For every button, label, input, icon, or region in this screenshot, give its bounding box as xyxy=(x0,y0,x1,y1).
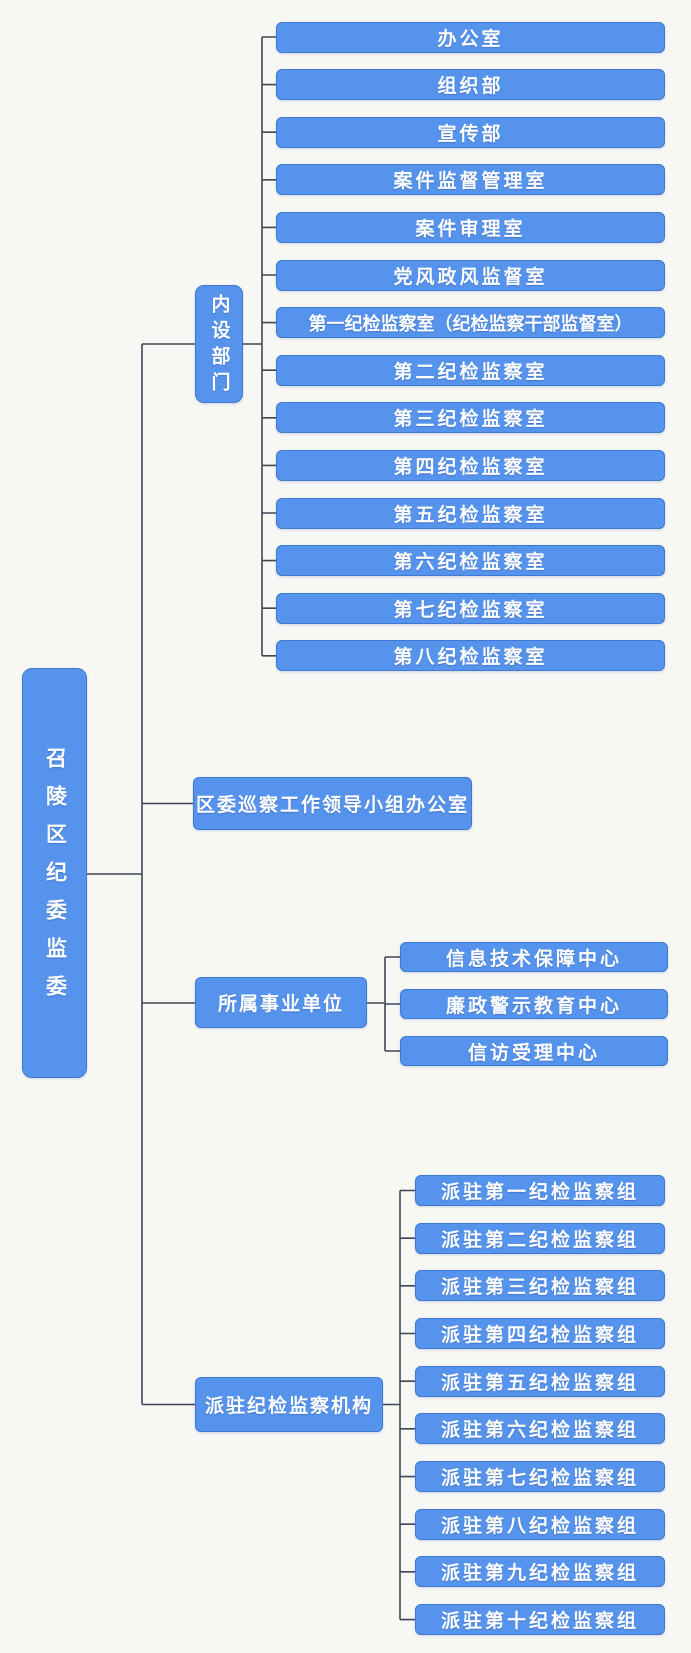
branch-node-public-institutions: 所属事业单位 xyxy=(195,977,367,1028)
dept-node-dispatched-group-1: 派驻第一纪检监察组 xyxy=(415,1175,665,1206)
dept-node-public-institution-3: 信访受理中心 xyxy=(400,1036,668,1066)
dept-node-dispatched-group-7: 派驻第七纪检监察组 xyxy=(415,1461,665,1493)
root-node: 召陵区纪委监委 xyxy=(22,668,87,1078)
branch-node-internal-depts: 内设部门 xyxy=(195,285,243,403)
dept-node-internal-dept-9: 第三纪检监察室 xyxy=(276,402,665,434)
branch-node-inspection-office: 区委巡察工作领导小组办公室 xyxy=(193,777,472,830)
dept-node-dispatched-group-10: 派驻第十纪检监察组 xyxy=(415,1604,665,1636)
dept-node-dispatched-group-9: 派驻第九纪检监察组 xyxy=(415,1556,665,1588)
dept-node-dispatched-group-2: 派驻第二纪检监察组 xyxy=(415,1222,665,1254)
dept-node-internal-dept-3: 宣传部 xyxy=(276,116,665,148)
dept-node-internal-dept-11: 第五纪检监察室 xyxy=(276,497,665,529)
branch-node-dispatched-bodies: 派驻纪检监察机构 xyxy=(195,1377,383,1432)
dept-node-internal-dept-7: 第一纪检监察室（纪检监察干部监督室） xyxy=(276,307,665,339)
dept-node-internal-dept-1: 办公室 xyxy=(276,21,665,53)
dept-node-dispatched-group-5: 派驻第五纪检监察组 xyxy=(415,1365,665,1397)
dept-node-public-institution-1: 信息技术保障中心 xyxy=(400,942,668,972)
dept-node-dispatched-group-8: 派驻第八纪检监察组 xyxy=(415,1508,665,1540)
dept-node-internal-dept-6: 党风政风监督室 xyxy=(276,259,665,291)
dept-node-internal-dept-13: 第七纪检监察室 xyxy=(276,592,665,624)
dept-node-internal-dept-5: 案件审理室 xyxy=(276,211,665,243)
dept-node-internal-dept-8: 第二纪检监察室 xyxy=(276,354,665,386)
dept-node-dispatched-group-6: 派驻第六纪检监察组 xyxy=(415,1413,665,1445)
dept-node-internal-dept-12: 第六纪检监察室 xyxy=(276,545,665,577)
dept-node-internal-dept-10: 第四纪检监察室 xyxy=(276,449,665,481)
dept-node-public-institution-2: 廉政警示教育中心 xyxy=(400,989,668,1019)
dept-node-dispatched-group-4: 派驻第四纪检监察组 xyxy=(415,1318,665,1349)
dept-node-internal-dept-4: 案件监督管理室 xyxy=(276,164,665,196)
dept-node-internal-dept-14: 第八纪检监察室 xyxy=(276,640,665,672)
connector-lines xyxy=(87,36,415,1621)
dept-node-dispatched-group-3: 派驻第三纪检监察组 xyxy=(415,1270,665,1302)
dept-node-internal-dept-2: 组织部 xyxy=(276,69,665,101)
